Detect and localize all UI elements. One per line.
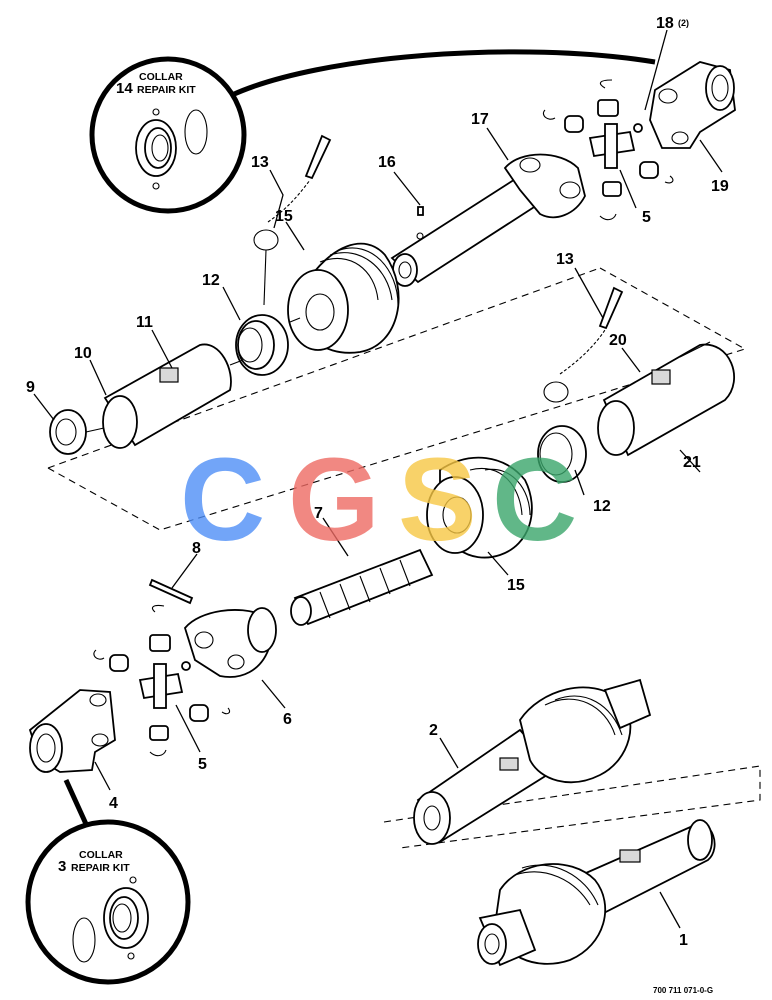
shaft-assembly-1 [477, 819, 716, 967]
callout-12-lower: 12 [593, 498, 611, 515]
outer-tube-10 [102, 343, 232, 449]
kit-14-number: 14 [116, 80, 133, 97]
collar-repair-kit-14-inset: COLLAR 14 REPAIR KIT [89, 49, 656, 214]
callout-1: 1 [679, 932, 688, 949]
collar-12-lower [537, 425, 587, 483]
inner-shaft-yoke-17 [390, 153, 586, 287]
callout-5-upper: 5 [642, 209, 651, 226]
callout-20: 20 [609, 332, 627, 349]
callout-15-lower: 15 [507, 577, 525, 594]
callout-19: 19 [711, 178, 729, 195]
callout-2: 2 [429, 722, 438, 739]
callout-21: 21 [683, 454, 701, 471]
callout-10: 10 [74, 345, 92, 362]
kit-14-line2: REPAIR KIT [137, 84, 196, 96]
callout-12-upper: 12 [202, 272, 220, 289]
callout-labels: 18 (2) 19 17 16 13 15 12 11 10 9 5 13 20… [26, 15, 729, 949]
callout-18: 18 [656, 15, 674, 32]
collar-repair-kit-3-inset: COLLAR 3 REPAIR KIT [25, 778, 191, 985]
splined-shaft-7 [290, 548, 434, 626]
collar-ring-drawing [135, 108, 208, 190]
kit-3-number: 3 [58, 858, 66, 875]
watermark-letter-g: G [288, 434, 380, 566]
shield-cone-upper-15 [287, 242, 400, 354]
roll-pin-8 [148, 578, 194, 605]
u-joint-cross-upper [542, 79, 674, 221]
callout-8: 8 [192, 540, 201, 557]
callout-4: 4 [109, 795, 118, 812]
kit-3-line2: REPAIR KIT [71, 862, 130, 874]
yoke-4 [28, 689, 116, 773]
callout-6: 6 [283, 711, 292, 728]
callout-11: 11 [136, 314, 153, 331]
u-joint-cross-lower [93, 604, 231, 757]
callout-15-upper: 15 [275, 208, 293, 225]
watermark-letter-c2: C [492, 434, 577, 566]
shaft-assembly-2 [413, 678, 652, 845]
leader-lines [33, 29, 723, 929]
callout-5-lower: 5 [198, 756, 207, 773]
collar-ring-drawing [72, 876, 149, 963]
yoke-19 [649, 61, 736, 149]
outer-tube-21 [597, 341, 735, 457]
watermark-letter-s: S [398, 434, 477, 566]
shield-cone-lower-15 [426, 456, 533, 559]
callout-13-upper: 13 [251, 154, 269, 171]
watermark-letter-c1: C [180, 434, 265, 566]
cgsc-watermark: C G S C [180, 434, 577, 566]
kit-3-line1: COLLAR [79, 849, 123, 861]
bearing-ring-9 [49, 409, 87, 455]
callout-7: 7 [314, 505, 323, 522]
collar-12-upper [235, 314, 289, 376]
callout-18-qty: (2) [678, 18, 689, 28]
kit-14-line1: COLLAR [139, 71, 183, 83]
yoke-6 [183, 607, 277, 678]
callout-13-lower: 13 [556, 251, 574, 268]
callout-17: 17 [471, 111, 489, 128]
safety-chain-13-upper [253, 134, 332, 306]
callout-9: 9 [26, 379, 35, 396]
safety-chain-13-lower [543, 286, 624, 403]
callout-16: 16 [378, 154, 396, 171]
drawing-number: 700 711 071-0-G [653, 986, 713, 995]
